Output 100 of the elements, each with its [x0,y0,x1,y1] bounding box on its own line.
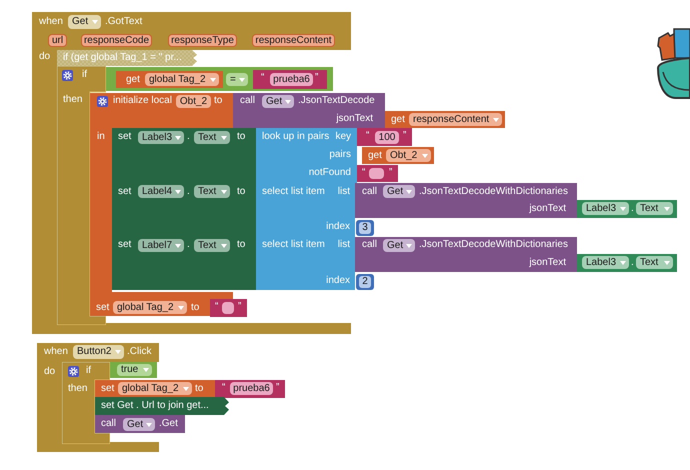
dropdown-field: Obt_2 [386,149,431,162]
number-block [356,220,374,236]
dropdown-field: Label3 [582,256,629,269]
dropdown-field: Label3 [138,131,184,144]
keyword-text: get [391,114,405,126]
dropdown-field: Get [123,418,155,431]
argument-label: pairs [329,149,351,161]
method-name: .JsonTextDecodeWithDictionaries [419,239,568,251]
list-select-block [256,183,355,237]
text-field: prueba6 [270,73,313,86]
argument-label: list [338,186,350,198]
method-call-block [355,183,577,218]
keyword-text: in [97,131,105,143]
dropdown-field: true [117,364,152,376]
getter-block [577,254,677,272]
dot-separator: . [187,239,190,251]
dot-separator: . [187,131,190,143]
collapsed-code-text: if (get global Tag_1 = " pr... [63,52,182,64]
method-call-block [355,237,577,272]
dropdown-field: Label3 [582,202,629,215]
dropdown-field: Text [194,185,230,198]
quote-mark: ” [389,167,392,179]
local-variable-block [90,93,233,299]
keyword-text: to [237,131,246,143]
keyword-text: set [118,131,132,143]
parameter-chip: responseContent [252,34,335,47]
dropdown-field: responseContent [409,113,502,126]
keyword-text: then [63,94,82,106]
keyword-text: when [39,16,63,28]
text-field [369,168,384,179]
argument-label: list [338,239,350,251]
keyword-text: get [368,150,382,162]
method-name: .JsonTextDecodeWithDictionaries [419,186,568,198]
keyword-text: call [362,186,378,198]
keyword-text: to [195,382,204,394]
keyword-text: when [44,346,68,358]
keyword-text: do [39,51,50,63]
dropdown-field: Text [636,256,673,269]
quote-mark: “ [215,301,218,313]
keyword-text: get [126,74,140,86]
method-call-block [233,93,385,128]
event-name: .Click [127,346,152,358]
text-block [215,380,285,398]
logic-block [110,362,157,378]
keyword-text: select list item [262,239,325,251]
argument-label: index [326,275,350,287]
text-field: 100 [375,131,399,144]
dot-separator: . [187,186,190,198]
quote-mark: “ [362,167,366,179]
keyword-text: set [118,239,132,251]
lookup-block [256,128,357,183]
getter-block [362,147,434,164]
setter-block [112,183,256,237]
argument-label: key [335,131,351,143]
collapsed-block [57,50,197,66]
argument-label: notFound [308,167,351,179]
text-field: prueba6 [230,382,273,395]
text-field [222,302,234,314]
keyword-text: look up in pairs [262,131,330,143]
text-block [210,299,247,317]
setter-block [95,380,215,397]
keyword-text: if [82,69,87,81]
dropdown-field: Get [383,239,415,252]
dropdown-field: global Tag_2 [113,301,187,314]
text-block [357,165,398,182]
setter-block [112,237,256,290]
quote-mark: ” [403,130,406,142]
dropdown-field: Label7 [138,239,184,252]
dropdown-field: = [226,73,248,86]
getter-block [577,200,677,218]
dropdown-field: Text [636,202,673,215]
quote-mark: ” [315,72,318,84]
dropdown-field: Text [194,239,230,252]
parameter-chip: url [48,34,67,47]
keyword-text: do [44,366,56,378]
keyword-text: to [237,186,246,198]
keyword-text: then [68,383,88,395]
quote-mark: “ [261,72,264,84]
keyword-text: set [96,302,110,314]
event-name: .GotText [105,16,142,28]
collapsed-code-text: set Get . Url to join get... [101,400,209,412]
text-block [253,70,327,89]
dropdown-field: Get [262,95,294,108]
dropdown-field: Button2 [73,345,124,359]
keyword-text: set [101,382,114,394]
quote-mark: ” [238,301,242,313]
dropdown-field: global Tag_2 [118,382,192,395]
setter-block [90,299,210,316]
keyword-text: call [101,418,116,430]
quote-mark: ” [276,382,280,394]
dropdown-field: Get [383,185,415,198]
number-block [356,274,374,290]
keyword-text: call [240,95,256,107]
keyword-text: to [237,239,246,251]
dot-separator: . [631,257,634,269]
quote-mark: “ [366,130,370,142]
quote-mark: “ [222,382,226,394]
method-name: .Get [159,418,178,430]
list-select-block [256,237,355,290]
collapsed-block [95,397,229,415]
